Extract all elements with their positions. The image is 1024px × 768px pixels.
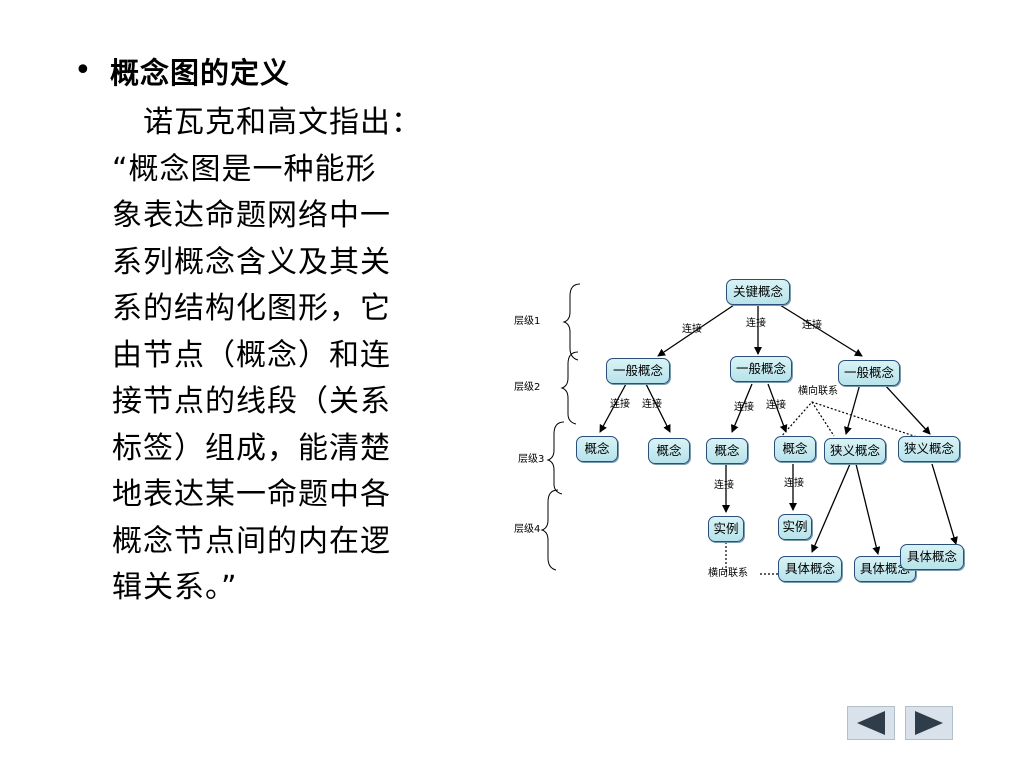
edge-n2-s3	[931, 463, 958, 545]
link-label: 连接	[714, 480, 734, 491]
definition-line: “概念图是一种能形	[112, 151, 377, 187]
concept-map-diagram: 层级1 层级2 层级3 层级4 关键概念 一般概念 一般概念 一般概念 概念 概…	[512, 272, 968, 590]
node-narrow-concept-1: 狭义概念	[824, 438, 886, 464]
level-brace-3	[546, 421, 565, 495]
definition-line: 系的结构化图形，它	[112, 291, 391, 326]
node-general-concept-left: 一般概念	[606, 358, 670, 384]
link-label: 连接	[610, 399, 630, 410]
concept-map-connectors	[540, 283, 958, 575]
definition-line: 由节点（概念）和连	[112, 337, 391, 373]
node-specific-concept-1: 具体概念	[778, 556, 842, 582]
heading-row: • 概念图的定义	[74, 50, 290, 92]
level-label-2: 层级2	[514, 382, 541, 393]
link-label: 连接	[682, 324, 702, 335]
link-label: 连接	[642, 399, 662, 410]
edge-key-general-right	[779, 304, 863, 357]
definition-line: 接节点的线段（关系	[112, 384, 391, 419]
link-label: 连接	[746, 318, 766, 329]
previous-slide-button[interactable]	[847, 706, 895, 740]
definition-line: 概念节点间的内在逻	[112, 523, 391, 559]
level-label-1: 层级1	[514, 316, 541, 327]
definition-line: 系列概念含义及其关	[112, 244, 391, 280]
node-example-2: 实例	[778, 514, 812, 540]
node-concept-1: 概念	[576, 436, 618, 462]
node-concept-4: 概念	[774, 436, 816, 462]
definition-text: 诺瓦克和高文指出： “概念图是一种能形 象表达命题网络中一 系列概念含义及其关 …	[112, 100, 457, 612]
slide-heading: 概念图的定义	[110, 56, 291, 90]
cross-link-top-b	[811, 401, 835, 437]
edge-gm-c3	[731, 383, 753, 433]
bullet-dot: •	[74, 53, 92, 88]
definition-line: 地表达某一命题中各	[112, 477, 391, 512]
level-label-3: 层级3	[518, 454, 545, 465]
node-specific-concept-3: 具体概念	[900, 544, 964, 570]
definition-line: 诺瓦克和高文指出：	[112, 105, 422, 140]
edge-gr-n1	[844, 383, 861, 435]
definition-line: 象表达命题网络中一	[112, 198, 391, 233]
node-general-concept-mid: 一般概念	[730, 356, 792, 382]
node-key-concept: 关键概念	[726, 279, 790, 305]
next-slide-button[interactable]	[905, 706, 953, 740]
link-label: 连接	[802, 320, 822, 331]
node-concept-2: 概念	[648, 438, 690, 464]
node-example-1: 实例	[708, 516, 744, 542]
level-brace-2	[560, 351, 579, 425]
definition-line: 辑关系。”	[112, 570, 238, 605]
triangle-left-icon	[857, 711, 885, 735]
cross-link-bottom	[725, 542, 778, 575]
level-label-4: 层级4	[514, 524, 541, 535]
level-brace-1	[562, 283, 581, 361]
edge-gr-n2	[883, 383, 931, 435]
edge-n1-s2	[855, 463, 881, 555]
triangle-right-icon	[915, 711, 943, 735]
edge-n1-s1	[811, 463, 851, 553]
edge-key-general-left	[657, 304, 735, 357]
link-label: 连接	[766, 400, 786, 411]
node-concept-3: 概念	[706, 438, 748, 464]
link-label: 连接	[784, 478, 804, 489]
link-label-cross: 横向联系	[708, 568, 748, 579]
level-brace-4	[540, 489, 559, 571]
definition-line: 标签）组成，能清楚	[112, 430, 391, 466]
link-label: 连接	[734, 402, 754, 413]
edge-gl-c2	[645, 383, 671, 433]
node-narrow-concept-2: 狭义概念	[898, 436, 960, 462]
edge-gm-c4	[767, 383, 788, 433]
edge-gl-c1	[599, 383, 627, 433]
node-general-concept-right: 一般概念	[838, 360, 900, 386]
link-label-cross: 横向联系	[798, 386, 838, 397]
